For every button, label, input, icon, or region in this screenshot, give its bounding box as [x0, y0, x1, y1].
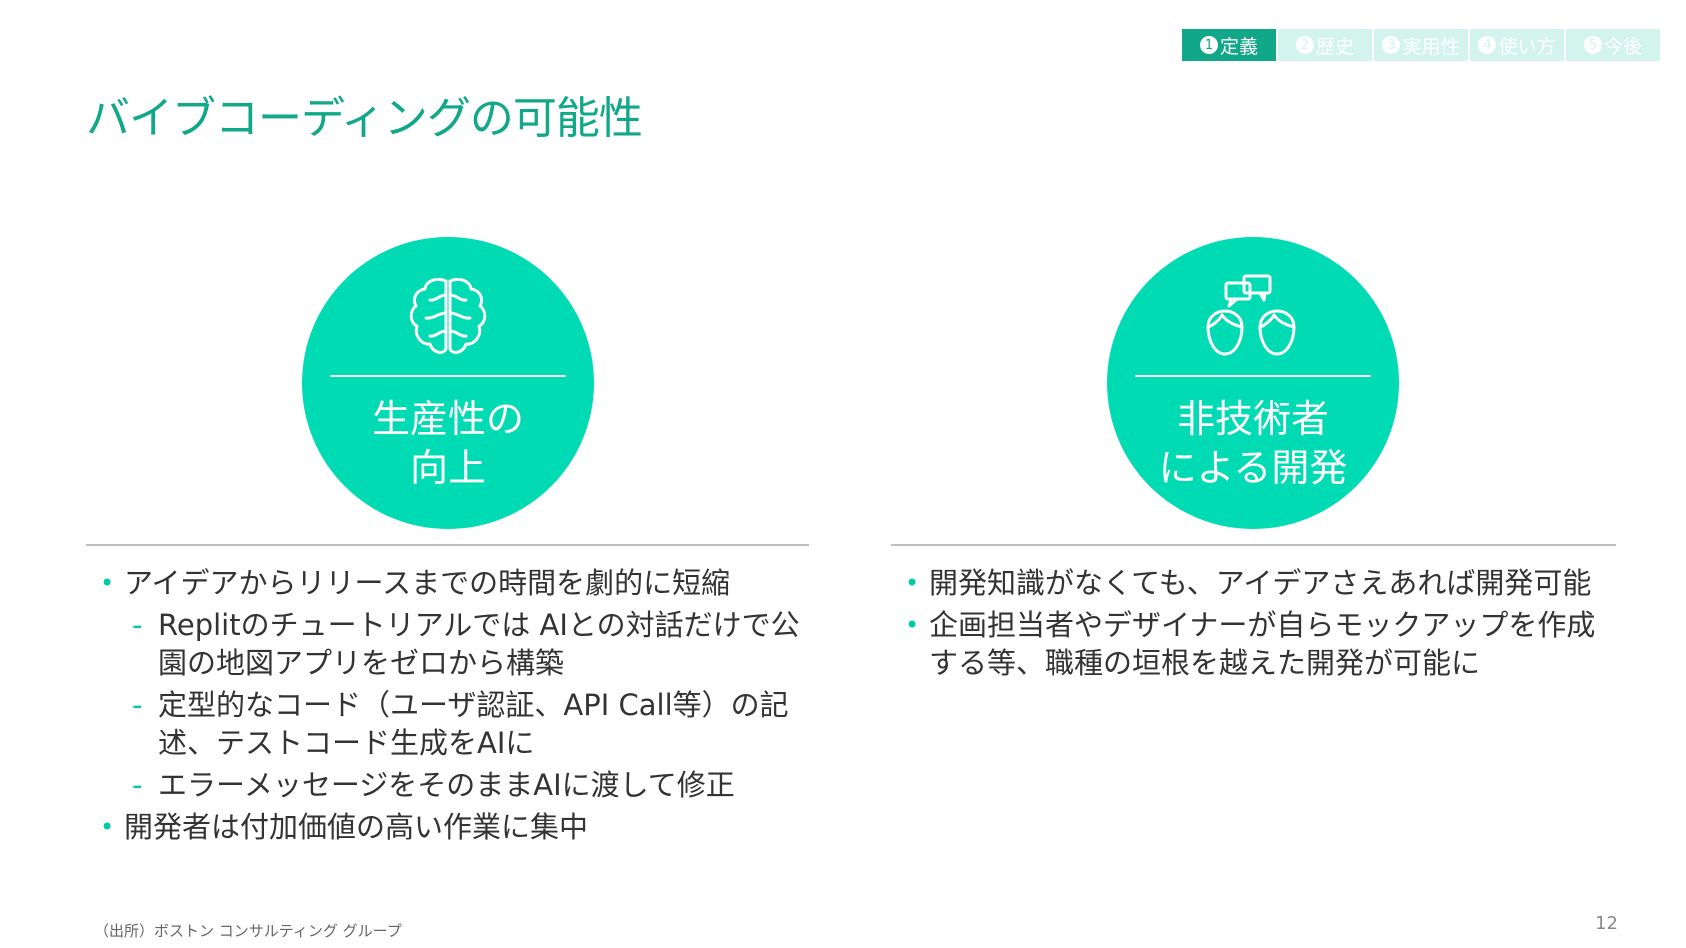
circle-divider [330, 375, 566, 377]
circle-label-line1: 生産性の [371, 397, 524, 441]
circle-label-line2: 向上 [409, 446, 486, 490]
tab-number: 1 [1199, 36, 1218, 54]
list-item: Replitのチュートリアルでは AIとの対話だけで公園の地図アプリをゼロから構… [98, 606, 818, 682]
productivity-circle: 生産性の 向上 [302, 237, 594, 529]
tab-label: 今後 [1603, 35, 1642, 58]
left-divider [86, 544, 809, 546]
list-item: 開発知識がなくても、アイデアさえあれば開発可能 [903, 564, 1623, 602]
circle-label: 非技術者 による開発 [1107, 395, 1399, 493]
right-divider [891, 544, 1616, 546]
list-item: 企画担当者やデザイナーが自らモックアップを作成する等、職種の垣根を越えた開発が可… [903, 606, 1623, 682]
source-note: （出所）ボストン コンサルティング グループ [94, 922, 402, 940]
tab-number: 3 [1382, 36, 1401, 54]
page-number: 12 [1595, 913, 1618, 934]
tab-number: 4 [1478, 36, 1497, 54]
tab-label: 実用性 [1402, 35, 1460, 58]
circle-label-line2: による開発 [1158, 446, 1348, 490]
circle-label: 生産性の 向上 [302, 395, 594, 493]
left-bullet-list: アイデアからリリースまでの時間を劇的に短縮 Replitのチュートリアルでは A… [98, 564, 818, 850]
people-chat-icon [1206, 274, 1296, 356]
tab-label: 歴史 [1315, 35, 1354, 58]
right-bullet-list: 開発知識がなくても、アイデアさえあれば開発可能 企画担当者やデザイナーが自らモッ… [903, 564, 1623, 686]
list-item: 開発者は付加価値の高い作業に集中 [98, 808, 818, 846]
circle-divider [1135, 375, 1371, 377]
list-item: 定型的なコード（ユーザ認証、API Call等）の記述、テストコード生成をAIに [98, 686, 818, 762]
non-technical-circle: 非技術者 による開発 [1107, 237, 1399, 529]
list-item: エラーメッセージをそのままAIに渡して修正 [98, 766, 818, 804]
tab-number: 2 [1295, 36, 1314, 54]
brain-icon [409, 277, 487, 354]
tab-number: 5 [1583, 36, 1602, 54]
circle-label-line1: 非技術者 [1176, 397, 1329, 441]
page-title: バイブコーディングの可能性 [86, 93, 643, 144]
list-item: アイデアからリリースまでの時間を劇的に短縮 [98, 564, 818, 602]
tab-label: 定義 [1219, 35, 1258, 58]
tab-label: 使い方 [1498, 35, 1556, 58]
